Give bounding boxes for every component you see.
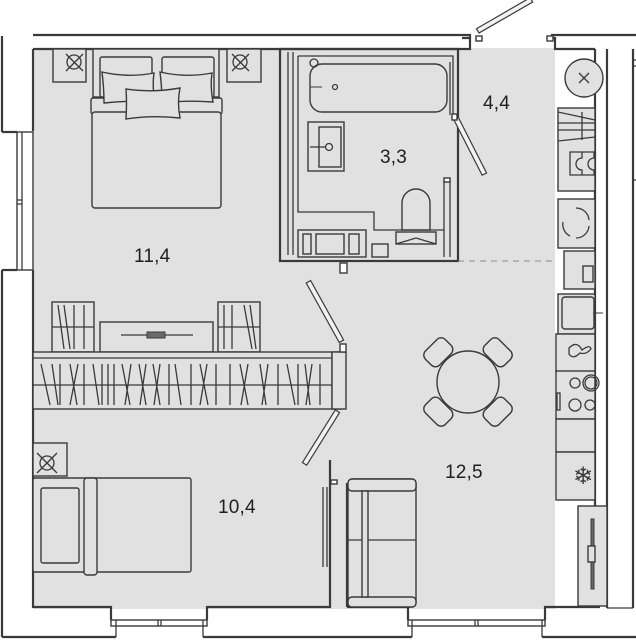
bathtub-icon [309, 63, 448, 113]
sofa [347, 478, 417, 608]
room-area-bedroom-2: 10,4 [218, 497, 256, 518]
bathroom-door[interactable] [451, 113, 488, 177]
bedroom-2-door[interactable] [301, 409, 341, 466]
bedroom-1-furniture [52, 48, 262, 209]
entrance-door[interactable] [475, 0, 554, 42]
toilet-icon [401, 188, 431, 231]
partition [322, 479, 349, 607]
bedroom-2-furniture [32, 442, 192, 576]
room-area-hallway: 4,4 [483, 93, 511, 114]
fridge-icon [555, 451, 596, 501]
nightstand-left [52, 48, 87, 83]
room-area-kitchen-living: 12,5 [445, 462, 483, 483]
svg-text:❄: ❄ [573, 462, 593, 490]
wardrobe [32, 301, 347, 410]
bedroom-1-door[interactable] [305, 279, 345, 344]
utility-column: ❄ [555, 49, 608, 608]
bathroom [278, 47, 460, 274]
room-area-bathroom: 3,3 [380, 147, 408, 168]
room-area-bedroom-1: 11,4 [134, 246, 171, 267]
dining-table [423, 337, 513, 427]
pillow [125, 87, 181, 120]
